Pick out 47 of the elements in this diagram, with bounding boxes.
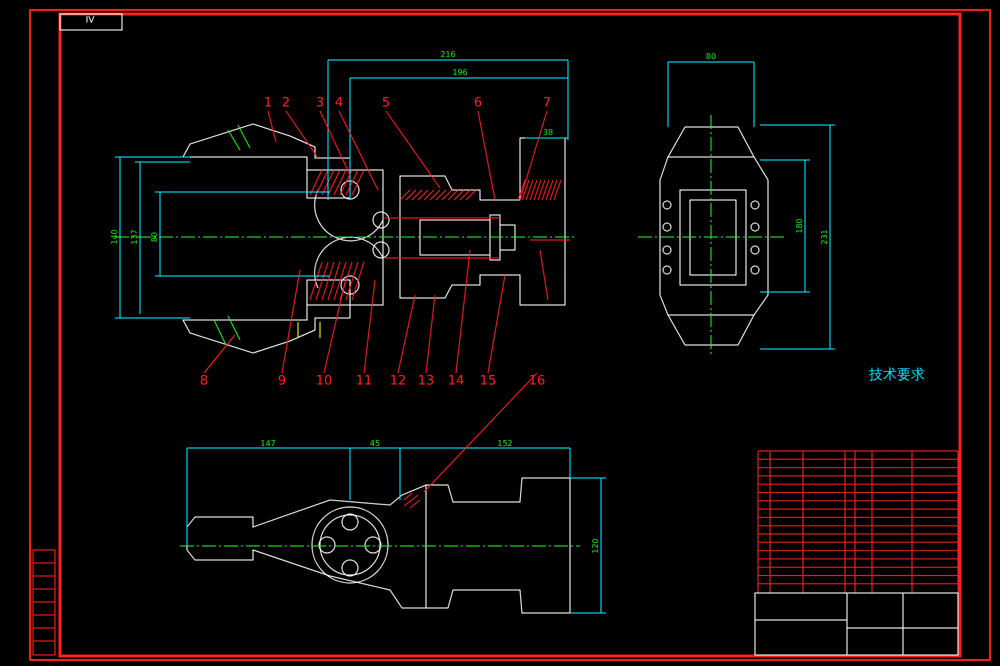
leader-line <box>424 372 538 492</box>
dimension-text: 216 <box>440 51 456 59</box>
leader-line <box>320 110 350 176</box>
leader-line <box>204 334 236 374</box>
callout-number: 15 <box>480 374 496 388</box>
notes-heading: 技术要求 <box>869 368 925 382</box>
callout-number: 6 <box>474 96 482 110</box>
callout-number: 11 <box>356 374 372 388</box>
dimension-text: 80 <box>706 53 716 61</box>
callout-number: 13 <box>418 374 434 388</box>
callout-number: 1 <box>264 96 272 110</box>
dimension-text: 147 <box>260 440 276 448</box>
frame-label: IV <box>86 16 94 26</box>
leader-line <box>282 270 300 374</box>
dimension-text: 231 <box>821 229 829 245</box>
callout-number: 14 <box>448 374 464 388</box>
leader-line <box>426 294 436 374</box>
dimension-text: 180 <box>796 218 804 234</box>
callout-number: 10 <box>316 374 332 388</box>
leader-line <box>478 110 496 200</box>
callout-number: 12 <box>390 374 406 388</box>
dimension-text: 80 <box>151 232 159 242</box>
callout-number: 2 <box>282 96 290 110</box>
leader-line <box>324 282 346 374</box>
leader-line <box>456 250 470 374</box>
callout-number: 8 <box>200 374 208 388</box>
callout-number: 9 <box>278 374 286 388</box>
callout-number: 5 <box>382 96 390 110</box>
leader-line <box>268 110 276 142</box>
dimension-text: 38 <box>542 129 554 137</box>
dimension-text: 140 <box>111 229 119 245</box>
dimension-text: 196 <box>452 69 468 77</box>
leader-line <box>286 110 318 158</box>
callout-number: 7 <box>542 96 552 110</box>
leader-line <box>398 294 416 374</box>
dimension-text: 45 <box>370 440 380 448</box>
callout-number: 3 <box>316 96 324 110</box>
dimension-text: 120 <box>592 538 600 554</box>
leader-line <box>520 110 548 200</box>
dimension-text: 137 <box>131 229 139 245</box>
callout-number: 4 <box>334 96 344 110</box>
leader-line <box>488 274 506 374</box>
leader-line <box>386 110 440 188</box>
leader-line <box>364 280 376 374</box>
leader-line <box>338 110 378 190</box>
dimension-text: 152 <box>497 440 513 448</box>
callout-number: 16 <box>528 374 546 388</box>
